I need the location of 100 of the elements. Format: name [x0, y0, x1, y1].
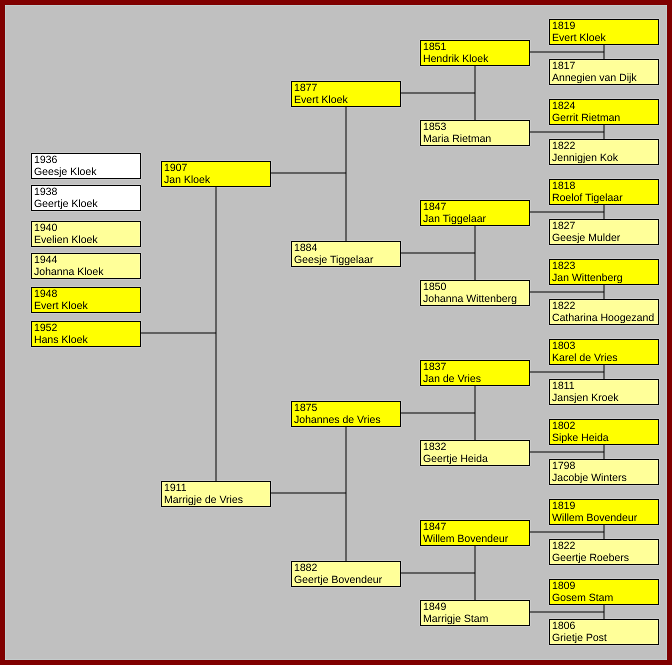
person-name: Maria Rietman	[423, 133, 492, 145]
birth-year: 1819	[552, 20, 576, 32]
connector-line	[140, 332, 216, 482]
birth-year: 1803	[552, 340, 576, 352]
birth-year: 1884	[294, 242, 318, 254]
birth-year: 1938	[34, 186, 58, 198]
person-name: Evert Kloek	[552, 32, 606, 44]
person-box	[549, 379, 659, 405]
connector-line	[530, 612, 604, 620]
birth-year: 1818	[552, 180, 576, 192]
person-box	[291, 401, 401, 427]
person-box	[420, 360, 530, 386]
birth-year: 1824	[552, 100, 576, 112]
person-box	[420, 40, 530, 66]
connector-line	[270, 172, 346, 242]
person-name: Geesje Kloek	[34, 166, 96, 178]
person-box	[420, 520, 530, 546]
connector-line	[530, 132, 604, 140]
person-box	[549, 339, 659, 365]
person-name: Marrigje de Vries	[164, 494, 243, 506]
person-name: Geesje Mulder	[552, 232, 620, 244]
birth-year: 1944	[34, 254, 58, 266]
birth-year: 1802	[552, 420, 576, 432]
person-box	[549, 499, 659, 525]
person-box	[420, 200, 530, 226]
person-name: Karel de Vries	[552, 352, 618, 364]
person-box	[31, 321, 141, 347]
person-box	[291, 81, 401, 107]
person-box	[291, 561, 401, 587]
birth-year: 1907	[164, 162, 188, 174]
person-box	[291, 241, 401, 267]
birth-year: 1837	[423, 361, 446, 373]
person-name: Hendrik Kloek	[423, 53, 488, 65]
person-box	[31, 185, 141, 211]
connector-line	[530, 452, 604, 460]
person-box	[549, 459, 659, 485]
birth-year: 1851	[423, 41, 446, 53]
birth-year: 1853	[423, 121, 446, 133]
person-box	[420, 440, 530, 466]
person-name: Marrigje Stam	[423, 613, 488, 625]
birth-year: 1847	[423, 521, 446, 533]
person-name: Gerrit Rietman	[552, 112, 620, 124]
person-name: Hans Kloek	[34, 334, 88, 346]
birth-year: 1948	[34, 288, 58, 300]
person-name: Jansjen Kroek	[552, 392, 619, 404]
person-box	[549, 259, 659, 285]
person-box	[549, 99, 659, 125]
person-box	[31, 153, 141, 179]
person-name: Evert Kloek	[34, 300, 88, 312]
person-name: Gosem Stam	[552, 592, 614, 604]
birth-year: 1882	[294, 562, 318, 574]
birth-year: 1811	[552, 380, 575, 392]
person-box	[549, 179, 659, 205]
connector-line	[530, 372, 604, 380]
connector-line	[400, 412, 476, 440]
person-box	[549, 219, 659, 245]
birth-year: 1822	[552, 540, 576, 552]
birth-year: 1806	[552, 620, 576, 632]
person-name: Johanna Kloek	[34, 266, 104, 278]
person-name: Evelien Kloek	[34, 234, 98, 246]
birth-year: 1877	[294, 82, 318, 94]
person-box	[549, 299, 659, 325]
person-name: Catharina Hoogezand	[552, 312, 654, 324]
person-name: Johanna Wittenberg	[423, 293, 517, 305]
person-name: Roelof Tigelaar	[552, 192, 623, 204]
connector-line	[270, 492, 346, 562]
connector-line	[530, 532, 604, 540]
person-name: Annegien van Dijk	[552, 72, 637, 84]
person-box	[420, 600, 530, 626]
birth-year: 1819	[552, 500, 576, 512]
person-name: Geesje Tiggelaar	[294, 254, 374, 266]
person-box	[549, 619, 659, 645]
person-name: Willem Bovendeur	[423, 533, 508, 545]
person-name: Jan Tiggelaar	[423, 213, 486, 225]
person-box	[549, 579, 659, 605]
person-name: Jan Kloek	[164, 174, 210, 186]
person-box	[420, 280, 530, 306]
person-box	[161, 481, 271, 507]
person-box	[549, 59, 659, 85]
person-box	[31, 287, 141, 313]
birth-year: 1823	[552, 260, 576, 272]
birth-year: 1911	[164, 482, 187, 494]
person-name: Willem Bovendeur	[552, 512, 638, 524]
person-box	[161, 161, 271, 187]
person-name: Jan de Vries	[423, 373, 481, 385]
birth-year: 1822	[552, 140, 576, 152]
person-name: Johannes de Vries	[294, 414, 381, 426]
birth-year: 1849	[423, 601, 446, 613]
person-name: Geertje Kloek	[34, 198, 98, 210]
person-name: Geertje Heida	[423, 453, 488, 465]
birth-year: 1798	[552, 460, 576, 472]
connector-line	[530, 292, 604, 300]
birth-year: 1817	[552, 60, 576, 72]
person-box	[549, 419, 659, 445]
birth-year: 1847	[423, 201, 446, 213]
birth-year: 1940	[34, 222, 58, 234]
person-box	[549, 139, 659, 165]
birth-year: 1875	[294, 402, 318, 414]
birth-year: 1822	[552, 300, 576, 312]
person-name: Jennigjen Kok	[552, 152, 618, 164]
